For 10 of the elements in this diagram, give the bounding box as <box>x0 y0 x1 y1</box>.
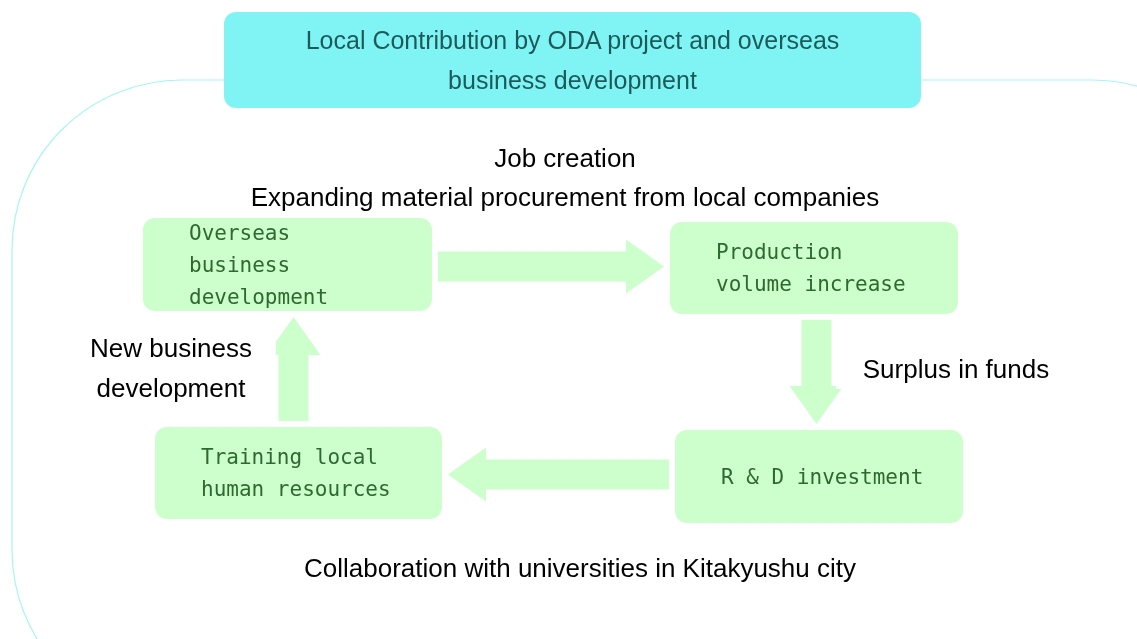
note-text: Expanding material procurement from local companies <box>249 181 881 214</box>
process-box: R & D investment <box>675 430 963 523</box>
block-arrow <box>438 239 664 294</box>
process-box: Production volume increase <box>670 222 958 314</box>
process-box: Overseas business development <box>143 218 432 311</box>
block-arrow <box>448 447 669 502</box>
block-arrow <box>789 320 844 424</box>
title-box: Local Contribution by ODA project and overseas business development <box>224 12 921 108</box>
note-text: Job creation <box>493 142 637 175</box>
process-box: Training local human resources <box>155 427 442 519</box>
